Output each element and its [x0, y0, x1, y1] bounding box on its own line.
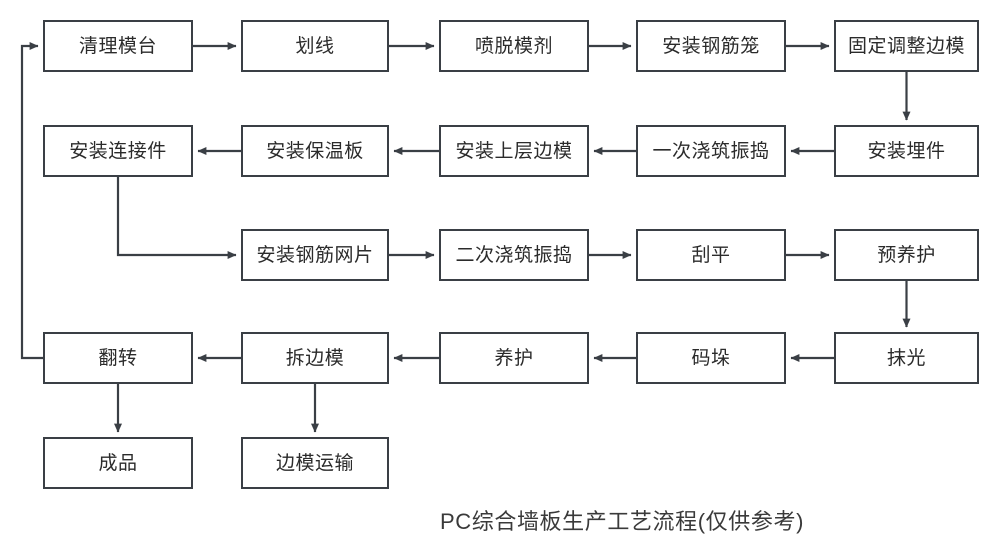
node-label: 二次浇筑振捣	[455, 244, 572, 266]
node-box[interactable]	[241, 20, 389, 72]
process-node-n21[interactable]: 边模运输	[241, 437, 389, 489]
process-node-n16[interactable]: 码垛	[636, 332, 786, 384]
node-box[interactable]	[834, 125, 979, 177]
node-box[interactable]	[43, 125, 193, 177]
node-label: 安装上层边模	[455, 140, 572, 162]
node-box[interactable]	[834, 332, 979, 384]
node-box[interactable]	[636, 229, 786, 281]
node-label: 一次浇筑振捣	[652, 140, 769, 162]
node-label: 拆边模	[286, 347, 345, 369]
process-node-n07[interactable]: 一次浇筑振捣	[636, 125, 786, 177]
node-label: 翻转	[98, 347, 137, 369]
node-box[interactable]	[636, 332, 786, 384]
process-node-n11[interactable]: 安装钢筋网片	[241, 229, 389, 281]
process-node-n01[interactable]: 清理模台	[43, 20, 193, 72]
node-box[interactable]	[636, 20, 786, 72]
process-node-n19[interactable]: 翻转	[43, 332, 193, 384]
node-box[interactable]	[439, 229, 589, 281]
process-node-n09[interactable]: 安装保温板	[241, 125, 389, 177]
node-label: 码垛	[691, 347, 730, 369]
process-node-n15[interactable]: 抹光	[834, 332, 979, 384]
node-label: 成品	[98, 452, 137, 474]
process-node-n10[interactable]: 安装连接件	[43, 125, 193, 177]
node-box[interactable]	[439, 125, 589, 177]
node-box[interactable]	[43, 437, 193, 489]
node-label: 安装钢筋笼	[662, 35, 760, 57]
node-label: 预养护	[877, 244, 936, 266]
process-node-n17[interactable]: 养护	[439, 332, 589, 384]
node-box[interactable]	[241, 125, 389, 177]
connector-n10-to-n11	[116, 176, 237, 259]
connector-n19-to-n01	[20, 42, 44, 360]
process-node-n12[interactable]: 二次浇筑振捣	[439, 229, 589, 281]
node-label: 喷脱模剂	[475, 35, 553, 57]
diagram-caption: PC综合墙板生产工艺流程(仅供参考)	[440, 509, 804, 534]
process-node-n20[interactable]: 成品	[43, 437, 193, 489]
node-box[interactable]	[241, 332, 389, 384]
node-label: 划线	[295, 35, 334, 57]
node-box[interactable]	[636, 125, 786, 177]
node-box[interactable]	[241, 229, 389, 281]
node-label: 安装钢筋网片	[256, 244, 373, 266]
node-label: 边模运输	[276, 452, 354, 474]
node-label: 固定调整边模	[848, 35, 965, 57]
node-label: 清理模台	[79, 35, 157, 57]
node-box[interactable]	[439, 332, 589, 384]
node-label: 安装保温板	[266, 140, 364, 162]
process-node-n14[interactable]: 预养护	[834, 229, 979, 281]
process-node-n02[interactable]: 划线	[241, 20, 389, 72]
node-box[interactable]	[439, 20, 589, 72]
node-label: 养护	[494, 347, 533, 369]
process-node-n13[interactable]: 刮平	[636, 229, 786, 281]
process-node-n18[interactable]: 拆边模	[241, 332, 389, 384]
process-node-n03[interactable]: 喷脱模剂	[439, 20, 589, 72]
node-box[interactable]	[834, 20, 979, 72]
node-label: 刮平	[691, 244, 730, 266]
node-label: 抹光	[887, 347, 926, 369]
process-node-n06[interactable]: 安装埋件	[834, 125, 979, 177]
node-label: 安装埋件	[867, 140, 945, 162]
process-node-n04[interactable]: 安装钢筋笼	[636, 20, 786, 72]
process-node-n05[interactable]: 固定调整边模	[834, 20, 979, 72]
node-box[interactable]	[43, 20, 193, 72]
node-box[interactable]	[241, 437, 389, 489]
edge-layer	[20, 42, 911, 433]
process-node-n08[interactable]: 安装上层边模	[439, 125, 589, 177]
node-box[interactable]	[43, 332, 193, 384]
node-box[interactable]	[834, 229, 979, 281]
node-label: 安装连接件	[69, 140, 167, 162]
